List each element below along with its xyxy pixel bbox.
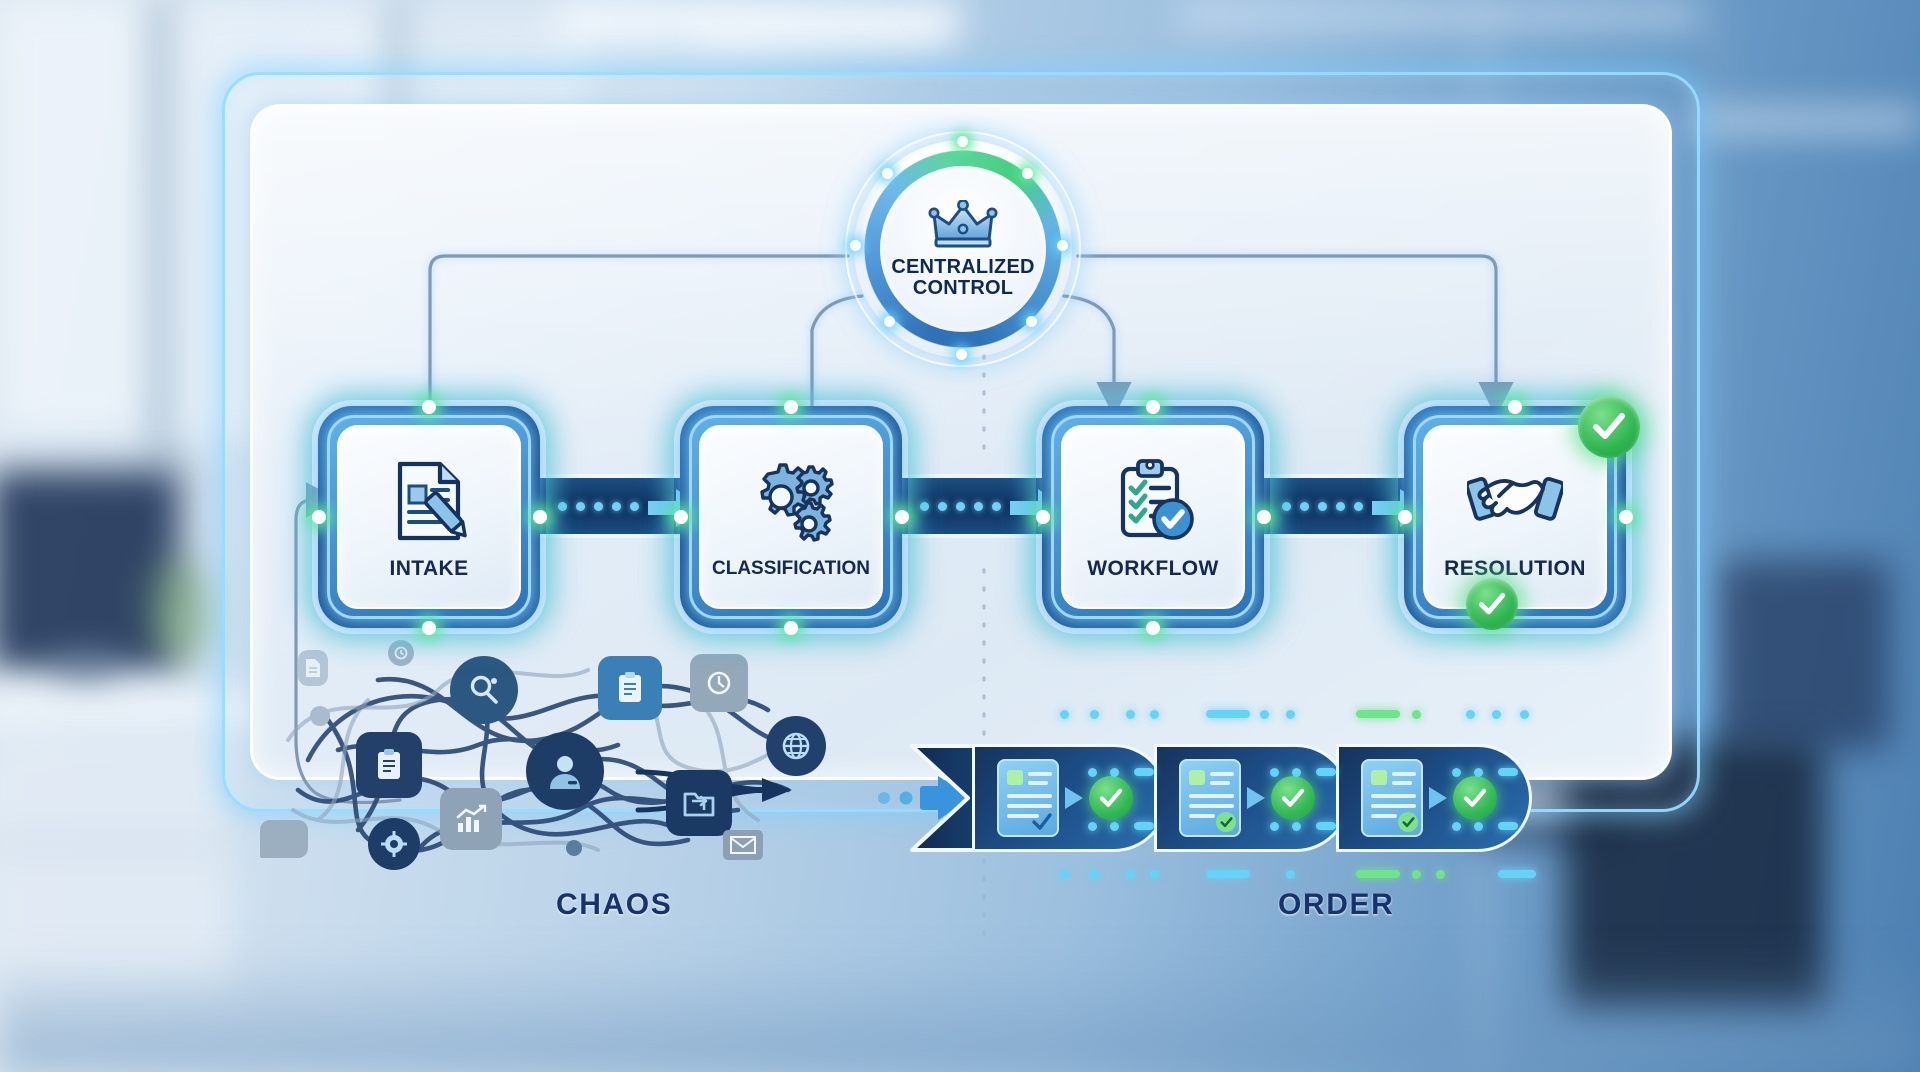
floor-shadow <box>0 952 1920 1072</box>
control-node-label: CENTRALIZED CONTROL <box>891 256 1035 299</box>
ceiling-light <box>1690 110 1920 132</box>
card-border: WORKFLOW <box>1051 415 1255 619</box>
status-check-icon <box>1271 776 1315 820</box>
ring-indicator-dot <box>957 136 968 147</box>
doc-accent <box>1371 770 1387 785</box>
chart-icon <box>440 788 502 850</box>
order-flow-band <box>910 710 1536 879</box>
ceiling-light <box>700 28 940 44</box>
document-check-icon <box>997 759 1059 837</box>
user-icon <box>526 732 604 810</box>
section-label-order: ORDER <box>1278 888 1395 921</box>
office-chair <box>1720 560 1890 750</box>
monitor <box>0 470 180 670</box>
document-icon <box>298 650 328 686</box>
doc-status-dot <box>1398 812 1418 832</box>
chat-icon <box>260 820 308 858</box>
mail-icon <box>723 830 763 860</box>
document-pencil-icon <box>381 453 477 549</box>
flow-dots <box>558 501 639 511</box>
doc-status-dot <box>1216 812 1236 832</box>
search-icon <box>450 656 518 724</box>
step-label-classification: CLASSIFICATION <box>712 558 870 579</box>
ring-indicator-dot <box>1026 316 1037 327</box>
gear-icon <box>368 818 420 870</box>
doc-accent <box>1007 770 1023 785</box>
check-icon <box>1032 813 1052 830</box>
clipboard-icon <box>356 732 422 798</box>
clock-icon <box>388 640 414 666</box>
card-face: WORKFLOW <box>1061 425 1245 609</box>
clipboard-icon <box>598 656 662 720</box>
order-segment[interactable] <box>1154 744 1350 852</box>
monitor-stand <box>55 650 115 690</box>
control-node-core: CENTRALIZED CONTROL <box>880 166 1046 332</box>
folder-icon <box>666 770 732 836</box>
card-face: CLASSIFICATION <box>699 425 883 609</box>
flow-arrow-icon <box>1429 787 1447 809</box>
card-border: CLASSIFICATION <box>689 415 893 619</box>
gears-icon <box>743 454 839 550</box>
card-border: INTAKE <box>327 415 531 619</box>
step-card-resolution[interactable]: RESOLUTION <box>1404 406 1626 628</box>
status-check-icon <box>1089 776 1133 820</box>
plant <box>150 560 210 650</box>
ring-indicator-dot <box>956 349 967 360</box>
clipboard-check-icon <box>1105 453 1201 549</box>
status-check-icon <box>1453 776 1497 820</box>
tag-icon <box>690 654 748 712</box>
chaos-cluster <box>260 640 828 870</box>
order-segment[interactable] <box>972 744 1168 852</box>
globe-icon <box>766 716 826 776</box>
crown-icon <box>928 199 998 253</box>
document-check-icon <box>1179 759 1241 837</box>
step-card-workflow[interactable]: WORKFLOW <box>1042 406 1264 628</box>
card-face: INTAKE <box>337 425 521 609</box>
step-label-resolution: RESOLUTION <box>1444 557 1586 580</box>
ring-indicator-dot <box>1022 168 1033 179</box>
glass-partition <box>1710 0 1720 700</box>
card-face: RESOLUTION <box>1423 425 1607 609</box>
step-card-classification[interactable]: CLASSIFICATION <box>680 406 902 628</box>
section-label-chaos: CHAOS <box>556 888 673 921</box>
window-mullion <box>150 0 178 470</box>
flow-dots <box>1282 501 1363 511</box>
plant <box>168 600 202 670</box>
doc-accent <box>1189 770 1205 785</box>
ring-indicator-dot <box>850 240 861 251</box>
flow-dots <box>920 501 1001 511</box>
ring-indicator-dot <box>1057 240 1068 251</box>
step-label-intake: INTAKE <box>389 557 469 580</box>
handshake-icon <box>1467 453 1563 549</box>
dot-decoration <box>566 840 582 856</box>
step-label-workflow: WORKFLOW <box>1087 557 1219 580</box>
card-border: RESOLUTION <box>1413 415 1617 619</box>
step-card-intake[interactable]: INTAKE <box>318 406 540 628</box>
window-pane <box>0 0 150 430</box>
flow-arrow-icon <box>1065 787 1083 809</box>
flow-arrow-icon <box>1247 787 1265 809</box>
ceiling-panel <box>1180 0 1700 30</box>
centralized-control-node[interactable]: CENTRALIZED CONTROL <box>845 131 1081 367</box>
cabinet <box>0 730 230 990</box>
document-check-icon <box>1361 759 1423 837</box>
dot-decoration <box>310 706 330 726</box>
ring-indicator-dot <box>884 316 895 327</box>
order-segment[interactable] <box>1336 744 1532 852</box>
ring-indicator-dot <box>882 168 893 179</box>
cabinet-seam <box>0 840 230 848</box>
